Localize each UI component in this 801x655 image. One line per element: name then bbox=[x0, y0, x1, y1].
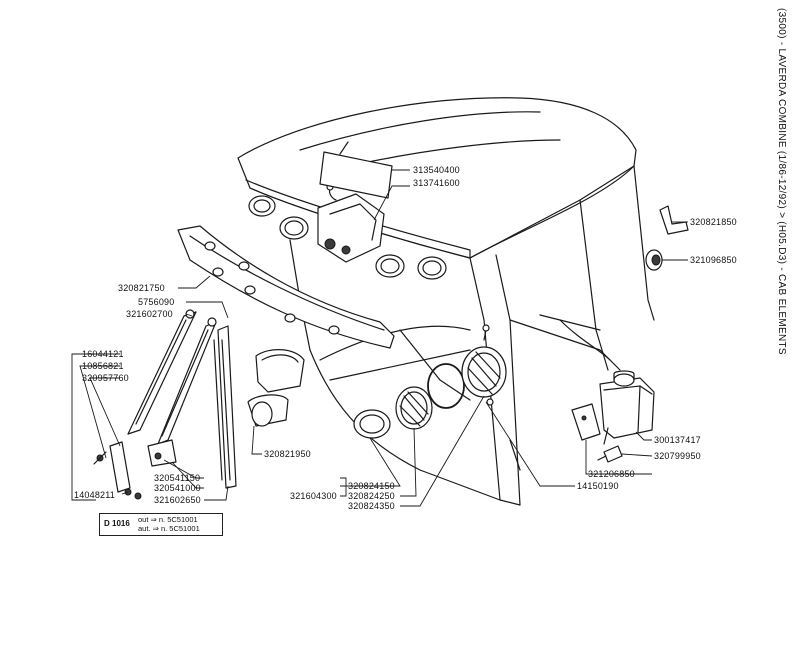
washer-tank bbox=[599, 370, 655, 445]
label-321604300[interactable]: 321604300 bbox=[290, 491, 337, 501]
label-320824350[interactable]: 320824350 bbox=[348, 501, 395, 511]
label-320541150[interactable]: 320541150 bbox=[154, 473, 200, 483]
cable-clip bbox=[659, 205, 689, 235]
work-lamp-housing bbox=[247, 349, 305, 427]
label-320824250[interactable]: 320824250 bbox=[348, 491, 395, 501]
label-320799950[interactable]: 320799950 bbox=[654, 451, 701, 461]
note-code: D 1016 bbox=[104, 519, 130, 528]
wiper-motor-assembly bbox=[317, 183, 385, 263]
wiper-bracket bbox=[93, 439, 177, 500]
label-14150190[interactable]: 14150190 bbox=[577, 481, 619, 491]
label-300137417[interactable]: 300137417 bbox=[654, 435, 701, 445]
label-320541000[interactable]: 320541000 bbox=[154, 483, 201, 493]
label-321206850[interactable]: 321206850 bbox=[588, 469, 635, 479]
label-321096850[interactable]: 321096850 bbox=[690, 255, 737, 265]
washer-pump bbox=[597, 445, 623, 463]
note-line-1: out ⇒ n. 5C51001 bbox=[138, 515, 198, 524]
number-plate bbox=[319, 141, 393, 199]
catalog-section-title-text: (3500) - LAVERDA COMBINE (1/86-12/92) > … bbox=[776, 8, 787, 355]
headlamp-main bbox=[461, 324, 507, 406]
headlamp-insert bbox=[395, 386, 433, 430]
label-5756090[interactable]: 5756090 bbox=[138, 297, 174, 307]
tank-bracket bbox=[571, 403, 601, 441]
wiper-blade bbox=[213, 325, 237, 489]
headlamp-ring bbox=[353, 409, 391, 439]
label-321602700[interactable]: 321602700 bbox=[126, 309, 173, 319]
part-labels: 313540400 313741600 320821850 321096850 … bbox=[74, 165, 737, 511]
rubber-grommet bbox=[645, 249, 663, 271]
label-10856821[interactable]: 10856821 bbox=[82, 361, 124, 371]
label-313741600[interactable]: 313741600 bbox=[413, 178, 460, 188]
label-320957760[interactable]: 320957760 bbox=[82, 373, 129, 383]
label-313540400[interactable]: 313540400 bbox=[413, 165, 460, 175]
label-320821850[interactable]: 320821850 bbox=[690, 217, 737, 227]
leader-lines bbox=[71, 169, 688, 507]
label-14048211[interactable]: 14048211 bbox=[74, 490, 115, 500]
label-16044121[interactable]: 16044121 bbox=[82, 349, 124, 359]
label-320821950[interactable]: 320821950 bbox=[264, 449, 311, 459]
label-321602650[interactable]: 321602650 bbox=[154, 495, 201, 505]
label-320821750[interactable]: 320821750 bbox=[118, 283, 165, 293]
headlamp-gasket bbox=[427, 363, 465, 409]
front-light-bar bbox=[177, 225, 395, 349]
label-320824150[interactable]: 320824150 bbox=[348, 481, 395, 491]
note-line-2: aut. ⇒ n. 5C51001 bbox=[138, 524, 200, 533]
serial-note-box: D 1016 out ⇒ n. 5C51001 aut. ⇒ n. 5C5100… bbox=[99, 513, 223, 536]
wiper-arm bbox=[127, 309, 217, 445]
